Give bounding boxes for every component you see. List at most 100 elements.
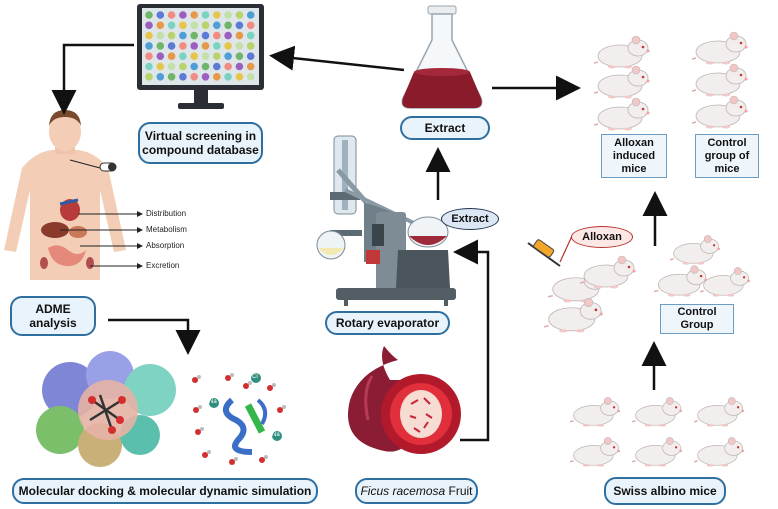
compound-dot [201,31,210,40]
syringe [527,239,561,267]
compound-dot [246,62,255,71]
alloxan-bubble: Alloxan [571,226,633,248]
compound-dot [224,73,232,81]
water-hydrogen [234,457,238,461]
extract-bubble: Extract [441,208,499,230]
compound-dot [145,62,153,71]
compound-dot [213,42,221,50]
water-oxygen [267,385,273,391]
compound-dot [213,62,221,71]
compound-dot [145,31,153,40]
control-mice-group-top [692,31,749,130]
human-body-figure [4,110,143,280]
organ-distribution: Distribution [146,209,187,218]
water-hydrogen [200,427,204,431]
compound-dot [201,52,210,60]
compound-dot [190,52,198,60]
flow-arrows [51,43,668,442]
md-simulation-box [183,365,289,471]
control-group-mice-label: Control group of mice [695,134,759,178]
compound-dot [167,62,176,71]
compound-dot [190,31,198,40]
compound-dot [145,21,153,30]
compound-dot [235,62,244,71]
water-oxygen [277,407,283,413]
compound-dot [179,52,187,60]
compound-dot [156,73,165,81]
swiss-albino-mice-label: Swiss albino mice [604,477,726,505]
compound-dot [179,31,187,40]
compound-dot [235,52,244,60]
water-hydrogen [230,373,234,377]
compound-dot [145,52,153,60]
compound-dot [190,11,198,19]
compound-dot [235,11,244,19]
compound-dot [224,52,232,60]
compound-dot [167,31,176,40]
compound-dot [167,73,176,81]
compound-dot [156,62,165,71]
compound-dot [156,11,165,19]
organ-absorption: Absorption [146,241,185,250]
organ-excretion: Excretion [146,261,180,270]
control-group-label: Control Group [660,304,734,334]
rotary-evaporator-device [316,135,456,306]
virtual-screening-label: Virtual screening in compound database [138,122,263,164]
adme-analysis-label: ADME analysis [10,296,96,336]
na-ion-label-1: Na [209,399,217,405]
compound-dot [179,11,187,19]
water-oxygen [202,452,208,458]
alloxan-induced-mice-label: Alloxan induced mice [601,134,667,178]
compound-dot [190,21,198,30]
compound-dot [235,31,244,40]
compound-dot [224,21,232,30]
compound-dot [246,31,255,40]
compound-dot [201,21,210,30]
extract-label: Extract [400,116,490,140]
compound-dot [246,42,255,50]
compound-dot [201,11,210,19]
compound-dot [201,62,210,71]
ficus-racemosa-fruit [348,346,461,454]
compound-dot [179,21,187,30]
cl-ion-label: Cl [252,374,258,380]
water-hydrogen [197,375,201,379]
organ-metabolism: Metabolism [146,225,187,234]
fruit-word: Fruit [445,484,473,498]
compound-dot [167,42,176,50]
compound-dot [156,42,165,50]
compound-dot [179,42,187,50]
compound-dot [246,21,255,30]
water-oxygen [192,377,198,383]
compound-dot [246,73,255,81]
na-ion-label-2: Na [272,432,280,438]
swiss-mice-group [570,396,745,468]
compound-dot [167,21,176,30]
compound-dot [156,21,165,30]
water-oxygen [195,429,201,435]
compound-dot [201,42,210,50]
alloxan-pointer [559,235,573,263]
compound-dot [213,52,221,60]
extract-flask [401,5,483,109]
compound-dot [156,52,165,60]
compound-dot [235,73,244,81]
ficus-fruit-label: Ficus racemosa Fruit [355,478,478,504]
rotary-evaporator-label: Rotary evaporator [325,311,450,335]
compound-dot [213,31,221,40]
compound-dot [190,62,198,71]
compound-dot [224,62,232,71]
compound-dot [167,52,176,60]
water-oxygen [193,407,199,413]
compound-dot [179,62,187,71]
compound-dot [213,11,221,19]
water-hydrogen [198,405,202,409]
water-oxygen [243,383,249,389]
compound-dot [213,21,221,30]
compound-dot [190,42,198,50]
compound-dot [246,52,255,60]
compound-dot [145,73,153,81]
compound-dot [235,21,244,30]
water-hydrogen [264,455,268,459]
compound-screen-monitor [137,4,264,109]
